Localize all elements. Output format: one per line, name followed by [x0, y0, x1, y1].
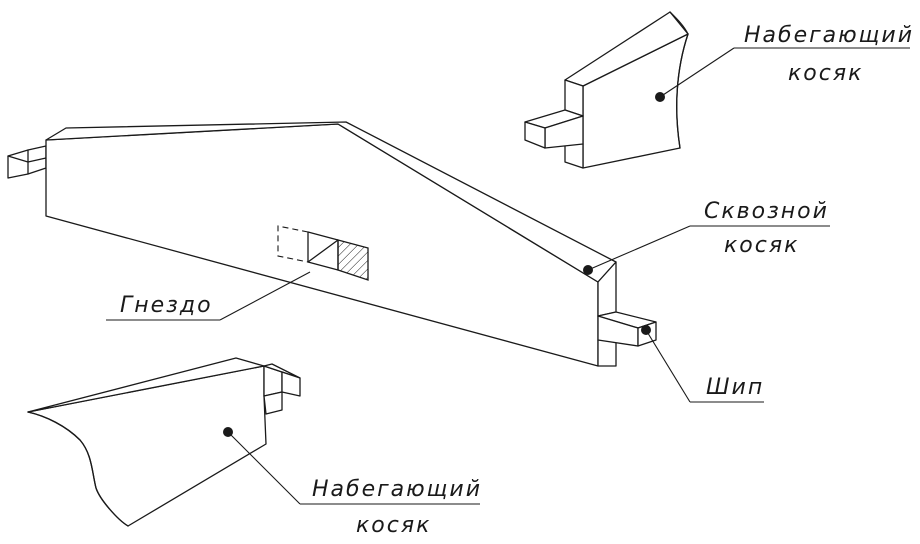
label-running-top-line2: косяк — [788, 61, 863, 86]
label-running-top-line1: Набегающий — [744, 23, 914, 48]
running-strut-bottom-piece — [27, 357, 301, 527]
label-socket: Гнездо — [120, 293, 213, 318]
label-running-bottom-line1: Набегающий — [312, 477, 482, 502]
leader-through-strut — [583, 225, 830, 275]
through-strut-beam — [7, 121, 657, 367]
leader-running-top — [655, 47, 910, 102]
running-strut-top-piece — [524, 11, 689, 169]
label-through-line1: Сквозной — [704, 199, 829, 224]
leader-running-bottom — [223, 427, 480, 505]
label-tenon: Шип — [706, 375, 764, 400]
leader-tenon — [641, 325, 764, 403]
leader-socket — [106, 271, 311, 321]
label-running-bottom-line2: косяк — [356, 513, 431, 538]
label-through-line2: косяк — [724, 233, 799, 258]
